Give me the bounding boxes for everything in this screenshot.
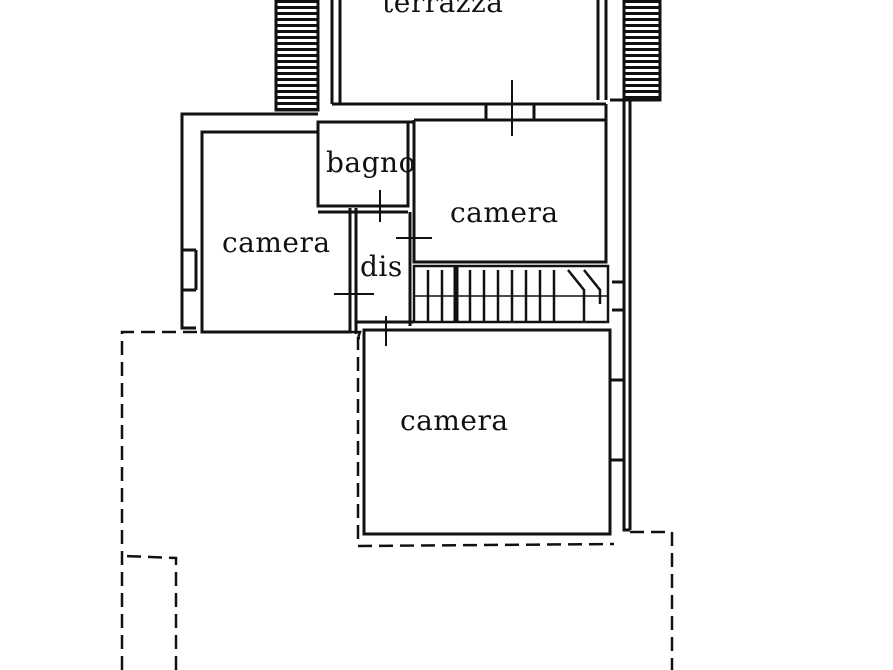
room-label-hallway: dis <box>360 250 403 283</box>
room-label-bedroom-bottom: camera <box>400 404 509 437</box>
door-markers <box>334 80 513 346</box>
outer-walls <box>180 98 632 532</box>
bedroom-right-walls <box>412 104 608 264</box>
property-boundary <box>120 330 674 670</box>
room-label-terrace: terrazza <box>382 0 504 19</box>
staircase <box>412 264 610 324</box>
terrace-railing-left <box>274 0 320 112</box>
room-label-bedroom-left: camera <box>222 226 331 259</box>
room-label-bathroom: bagno <box>326 146 416 179</box>
room-label-bedroom-right: camera <box>450 196 559 229</box>
terrace <box>330 0 608 106</box>
terrace-railing-right <box>622 0 662 102</box>
bedroom-bottom-walls <box>362 328 612 536</box>
